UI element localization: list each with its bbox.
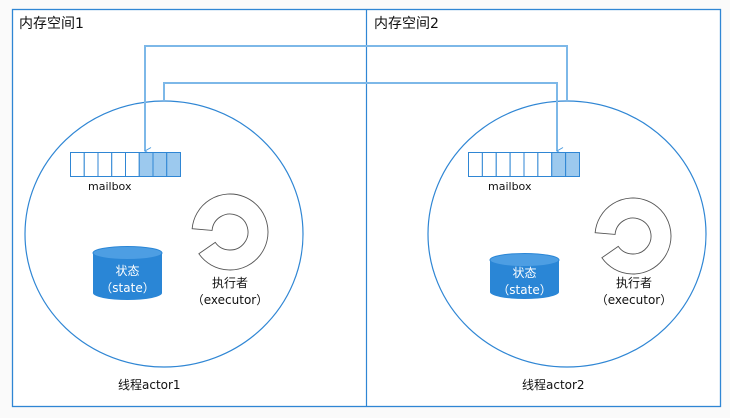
mailbox-slot-empty [509, 152, 525, 177]
mailbox-slot-empty [468, 152, 483, 177]
mailbox-slot-empty [125, 152, 140, 177]
executor-2-sublabel: （executor） [595, 293, 673, 307]
mailbox-slot-empty [495, 152, 511, 177]
executor-2-text: 执行者 （executor） [594, 275, 674, 309]
mailbox-slot-empty [97, 152, 113, 177]
mailbox-slot-empty [83, 152, 99, 177]
mailbox-slot-empty [537, 152, 553, 177]
space-1-title: 内存空间1 [19, 16, 84, 32]
executor-1-text: 执行者 （executor） [190, 275, 270, 309]
mailbox-1-label: mailbox [88, 180, 132, 193]
connector-actor1-to-mailbox2 [163, 82, 564, 155]
state-1-label: 状态 [115, 264, 140, 278]
state-2-text: 状态 （state） [490, 265, 559, 299]
executor-1-sublabel: （executor） [191, 293, 269, 307]
mailbox-slot-filled [565, 152, 580, 177]
mailbox-slot-empty [111, 152, 126, 177]
state-1-text: 状态 （state） [93, 263, 162, 297]
actor-1-label: 线程actor1 [118, 378, 181, 392]
executor-2-label: 执行者 [615, 276, 652, 290]
mailbox-slot-filled [138, 152, 154, 177]
connector-actor2-to-mailbox1 [144, 45, 568, 155]
mailbox-2-label: mailbox [488, 180, 532, 193]
state-2-sublabel: （state） [497, 283, 552, 297]
mailbox-slot-filled [152, 152, 168, 177]
mailbox-1 [70, 152, 181, 177]
mailbox-slot-filled [166, 152, 181, 177]
actor-2-label: 线程actor2 [522, 378, 585, 392]
executor-ring-1 [191, 193, 269, 271]
mailbox-slot-empty [523, 152, 539, 177]
state-cylinder-1 [92, 246, 163, 300]
space-2-title: 内存空间2 [374, 16, 439, 32]
state-2-label: 状态 [512, 266, 537, 280]
state-1-sublabel: （state） [100, 281, 155, 295]
mailbox-slot-filled [551, 152, 567, 177]
state-cylinder-2 [489, 253, 560, 299]
executor-1-label: 执行者 [211, 276, 248, 290]
mailbox-slot-empty [481, 152, 497, 177]
mailbox-slot-empty [70, 152, 85, 177]
mailbox-2 [468, 152, 580, 177]
executor-ring-2 [594, 197, 672, 275]
